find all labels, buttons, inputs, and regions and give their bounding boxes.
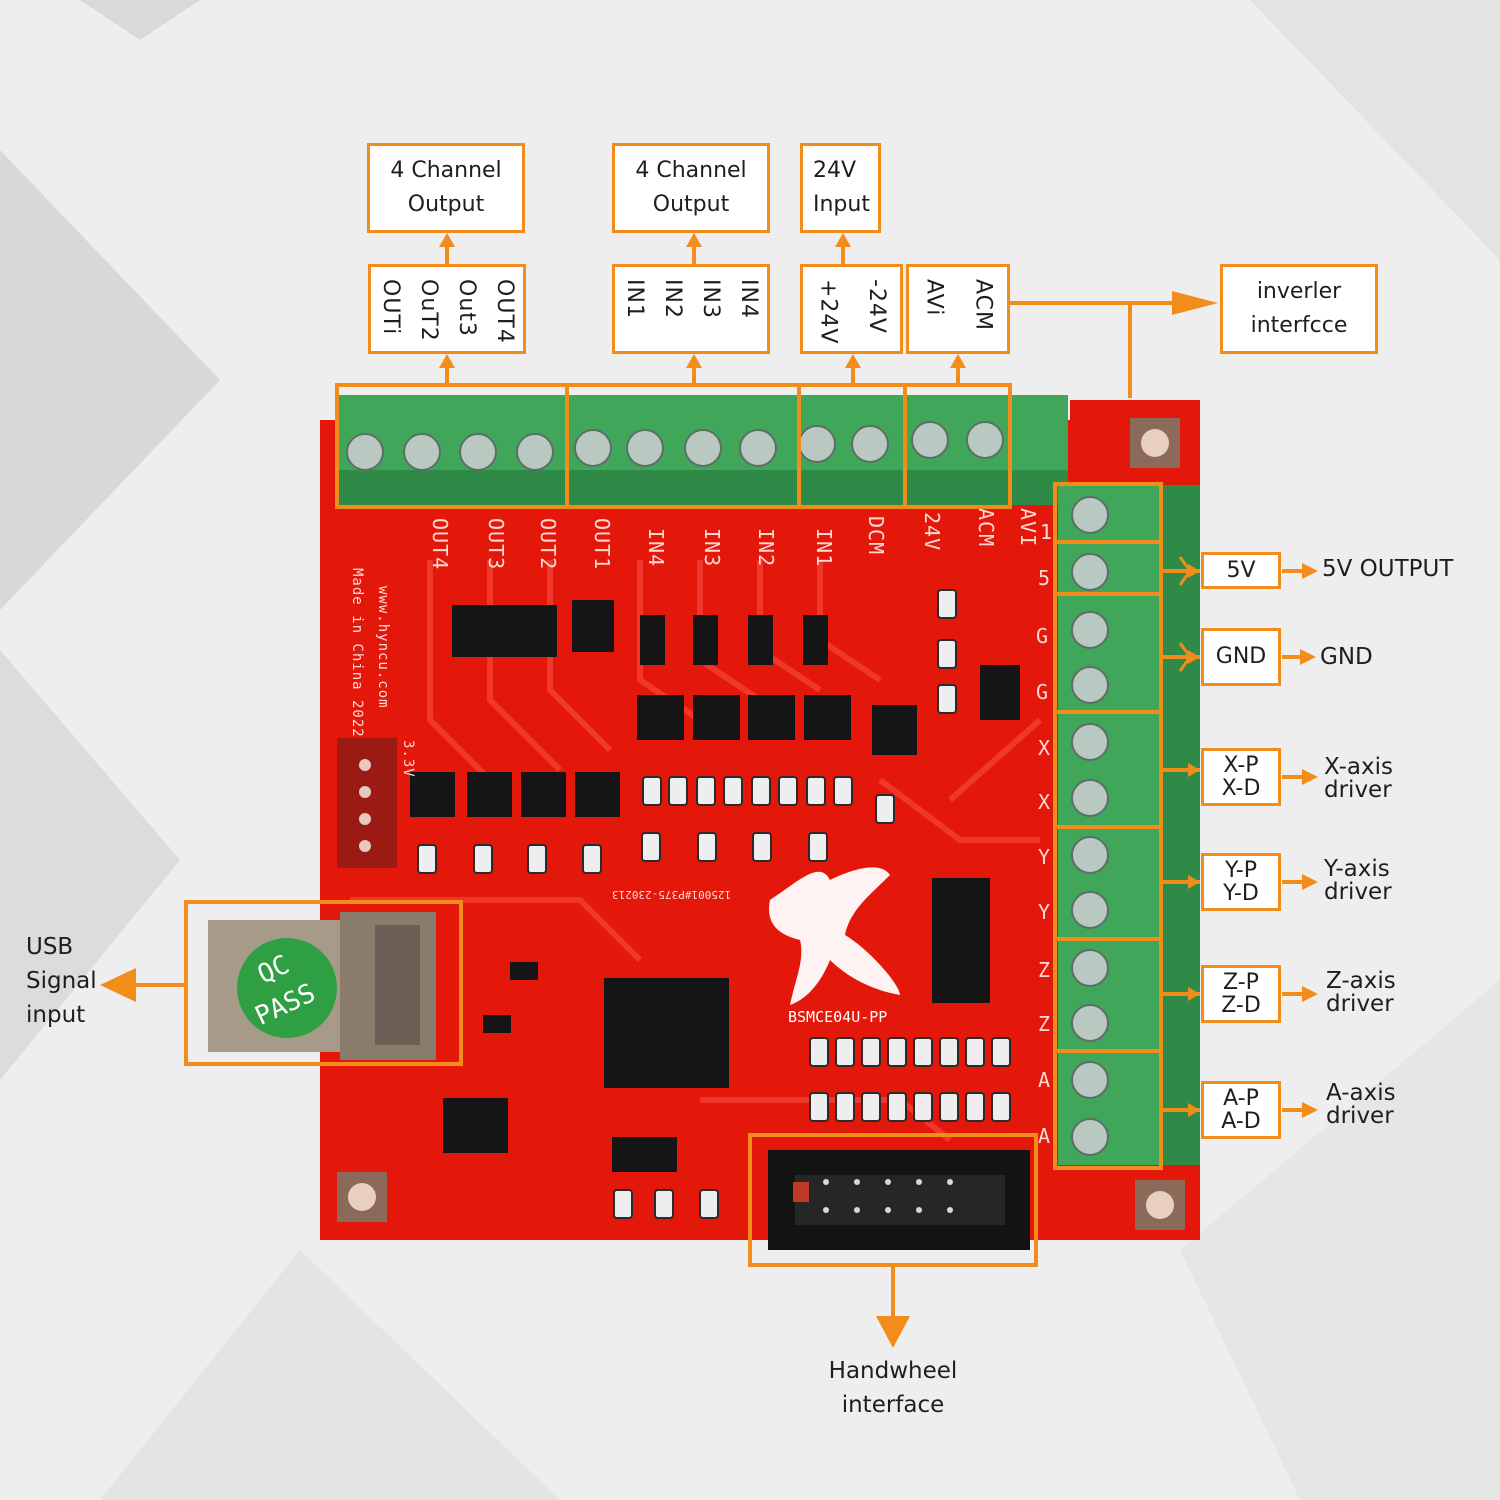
silk-pin-x1: X — [1038, 736, 1051, 760]
right-pins-gnd: GND — [1201, 628, 1281, 686]
silk-dcm: DCM — [864, 516, 888, 556]
usb-signal-input-label: USB Signal input — [26, 934, 97, 1028]
out-group-title: 4 Channel Output — [367, 143, 525, 233]
pin-avi: AVi — [921, 279, 947, 317]
silk-pin-g1: G — [1036, 624, 1049, 648]
silk-avi: AVI — [1016, 508, 1040, 548]
silk-pin-1: 1 — [1040, 520, 1053, 544]
silk-pin-z2: Z — [1038, 1012, 1051, 1036]
right-pins-a: A-P A-D — [1201, 1081, 1281, 1139]
in-group-title: 4 Channel Output — [612, 143, 770, 233]
pin-out3: Out3 — [454, 279, 479, 337]
in-pin-box: IN1 IN2 IN3 IN4 — [612, 264, 770, 354]
silk-maker: www.hyncu.com — [375, 586, 391, 709]
pin-out2: OuT2 — [416, 279, 441, 342]
inverter-title: inverler interfcce — [1220, 264, 1378, 354]
right-pins-5v: 5V — [1201, 552, 1281, 589]
inverter-pin-box: AVi ACM — [906, 264, 1010, 354]
silk-vreg: 3.3V — [400, 740, 416, 778]
right-label-x-axis: X-axis driver — [1324, 754, 1393, 803]
pin-in2: IN2 — [660, 279, 685, 319]
mount-holes — [337, 418, 1185, 1230]
silk-pin-5: 5 — [1038, 566, 1051, 590]
pin-in3: IN3 — [698, 279, 723, 319]
silk-pin-a2: A — [1038, 1124, 1051, 1148]
right-label-a-axis: A-axis driver — [1326, 1080, 1396, 1129]
right-pins-x: X-P X-D — [1201, 748, 1281, 806]
silk-in4: IN4 — [644, 528, 668, 568]
silk-in2: IN2 — [754, 528, 778, 568]
pin-plus24v: +24V — [815, 279, 841, 345]
silk-pin-a1: A — [1038, 1068, 1051, 1092]
out-pin-box: OUTi OuT2 Out3 OUT4 — [368, 264, 526, 354]
right-pins-y: Y-P Y-D — [1201, 853, 1281, 911]
silk-pin-g2: G — [1036, 680, 1049, 704]
silk-model: BSMCE04U-PP — [788, 1008, 888, 1026]
silk-pin-z1: Z — [1038, 958, 1051, 982]
pin-in1: IN1 — [622, 279, 647, 319]
power-pin-box: +24V -24V — [800, 264, 903, 354]
silk-out1: OUT1 — [590, 518, 614, 571]
right-label-y-axis: Y-axis driver — [1324, 856, 1392, 905]
silk-out4: OUT4 — [428, 518, 452, 571]
silk-in1: IN1 — [812, 528, 836, 568]
silk-made-in: Made in China 2022 — [349, 568, 365, 738]
pin-in4: IN4 — [736, 279, 761, 319]
handwheel-interface-label: Handwheel interface — [828, 1358, 958, 1418]
silk-pin-y1: Y — [1038, 845, 1051, 869]
right-label-z-axis: Z-axis driver — [1326, 968, 1396, 1017]
pin-acm: ACM — [970, 279, 996, 332]
silk-pin-x2: X — [1038, 790, 1051, 814]
right-label-gnd: GND — [1320, 644, 1373, 670]
power-title: 24V Input — [800, 143, 881, 233]
silk-out2: OUT2 — [536, 518, 560, 571]
silk-24v: 24V — [920, 512, 944, 552]
silk-pin-y2: Y — [1038, 900, 1051, 924]
pin-minus24v: -24V — [863, 279, 889, 334]
silk-out3: OUT3 — [484, 518, 508, 571]
pin-out1: OUTi — [378, 279, 403, 336]
right-label-5v-output: 5V OUTPUT — [1322, 556, 1454, 582]
silk-in3: IN3 — [700, 528, 724, 568]
silk-acm: ACM — [974, 508, 998, 548]
pin-out4: OUT4 — [492, 279, 517, 344]
right-pins-z: Z-P Z-D — [1201, 965, 1281, 1023]
